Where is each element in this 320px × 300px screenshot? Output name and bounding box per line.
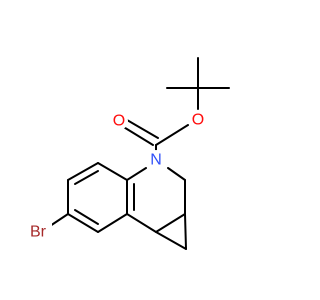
carbonyl-oxygen-label: O bbox=[113, 113, 125, 130]
bond-ester-oxygen-to-carbonyl bbox=[155, 124, 189, 146]
bond-ar-c5-c4a bbox=[97, 213, 128, 233]
bond-ar-c8-c7 bbox=[67, 162, 99, 181]
ester-oxygen-label: O bbox=[192, 112, 204, 129]
bond-ar-c6-c5-inner bbox=[74, 209, 99, 225]
bond-ar-c4a-to-cp2 bbox=[126, 213, 157, 233]
bromine-label: Br bbox=[30, 224, 47, 241]
bond-n-to-aryl bbox=[126, 167, 147, 181]
bond-ar-to-bromine bbox=[49, 213, 69, 227]
bond-carbonyl-double-b bbox=[126, 119, 159, 139]
bond-n-to-ch2 bbox=[167, 167, 186, 181]
bond-ar-c8-c7-inner bbox=[74, 170, 99, 185]
bond-cp1-to-cp2 bbox=[155, 213, 186, 233]
ester-oxygen-atom: O bbox=[189, 111, 207, 129]
nitrogen-label: N bbox=[150, 152, 162, 169]
molecule-structure: O O N Br bbox=[26, 57, 230, 250]
bond-cp2-to-ch2 bbox=[155, 231, 187, 250]
bond-cp1-to-ch2 bbox=[184, 213, 187, 250]
atom-labels: O O N Br bbox=[26, 111, 207, 241]
bond-ar-c8a-c8 bbox=[97, 162, 128, 181]
bond-carbonyl-double-a bbox=[121, 125, 154, 146]
carbonyl-oxygen-atom: O bbox=[110, 112, 128, 130]
nitrogen-atom: N bbox=[146, 150, 166, 170]
bonds bbox=[49, 57, 230, 250]
bromine-atom: Br bbox=[26, 222, 52, 241]
bond-ar-c6-c5 bbox=[67, 213, 99, 233]
